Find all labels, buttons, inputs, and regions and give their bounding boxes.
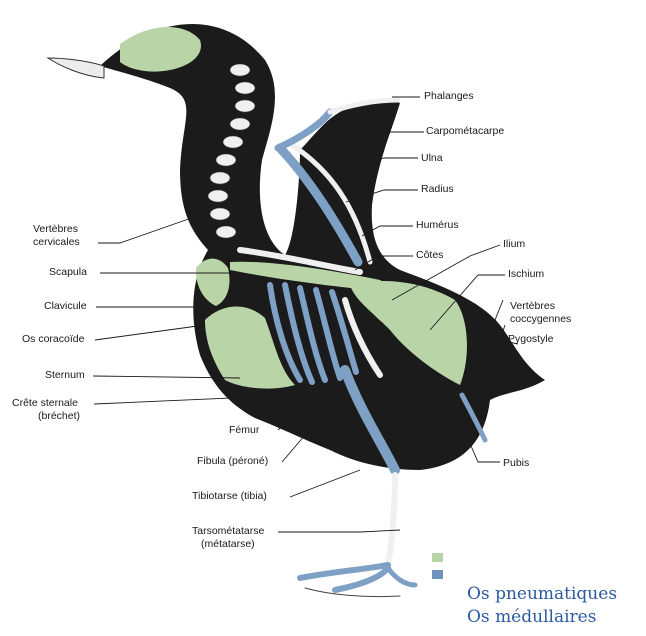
label-vertebres-coccygennes-1: Vertèbres: [510, 300, 555, 313]
label-radius: Radius: [421, 183, 454, 196]
legend-swatch-medullary: [432, 570, 443, 579]
label-sternum: Sternum: [45, 369, 85, 382]
label-ischium: Ischium: [508, 268, 544, 281]
label-pygostyle: Pygostyle: [508, 333, 554, 346]
label-tarsometatarse-2: (métatarse): [201, 538, 255, 551]
label-crete-sternale-2: (bréchet): [38, 410, 80, 423]
label-vertebres-coccygennes-2: coccygennes: [510, 313, 571, 326]
label-cotes: Côtes: [416, 249, 443, 262]
label-fibula: Fibula (péroné): [197, 455, 268, 468]
label-phalanges: Phalanges: [424, 90, 474, 103]
label-scapula: Scapula: [49, 266, 87, 279]
label-crete-sternale-1: Crête sternale: [12, 397, 78, 410]
bird-silhouette: [100, 24, 545, 470]
label-ulna: Ulna: [421, 152, 443, 165]
foot: [300, 565, 415, 597]
legend-swatch-pneumatic: [432, 553, 443, 562]
label-humerus: Humérus: [416, 219, 459, 232]
label-tarsometatarse-1: Tarsométatarse: [192, 525, 264, 538]
beak: [48, 58, 104, 78]
label-vertebres-cervicales-2: cervicales: [33, 236, 80, 249]
label-carpometacarpe: Carpométacarpe: [426, 125, 504, 138]
label-ilium: Ilium: [503, 238, 525, 251]
label-os-coracoide: Os coracoïde: [22, 333, 84, 346]
label-vertebres-cervicales-1: Vertèbres: [33, 223, 78, 236]
label-femur: Fémur: [229, 424, 259, 437]
legend-label-pneumatic: Os pneumatiques: [467, 584, 617, 604]
legend-label-medullary: Os médullaires: [467, 607, 596, 627]
label-pubis: Pubis: [503, 457, 529, 470]
label-clavicule: Clavicule: [44, 300, 87, 313]
label-tibiotarse: Tibiotarse (tibia): [192, 490, 267, 503]
